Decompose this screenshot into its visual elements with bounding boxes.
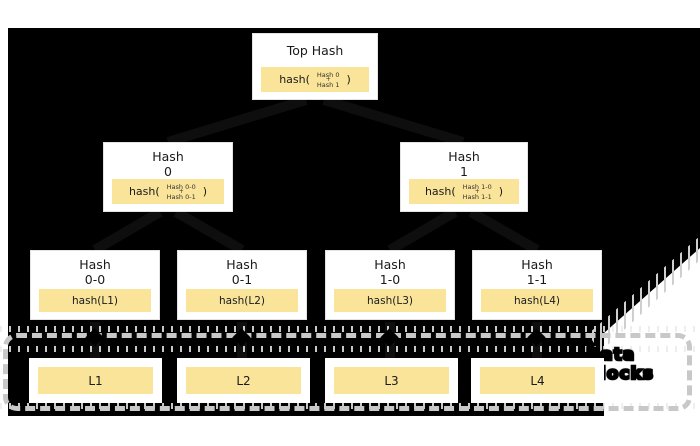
data-block-label: L1 [88, 373, 103, 388]
node-title: Hash 1-0 [326, 257, 454, 287]
data-block-l4: L4 [471, 358, 604, 403]
node-title: Hash 1-1 [473, 257, 601, 287]
hash-fn-open: hash( [128, 185, 160, 198]
node-title: Hash 1 [401, 149, 527, 179]
hash-operands: Hash 0 + Hash 1 [316, 70, 340, 89]
data-blocks-dashed-frame [3, 333, 692, 411]
data-block-label: L3 [384, 373, 399, 388]
hash-function-bar: hash(L3) [334, 289, 446, 312]
node-hash-0-0: Hash 0-0 hash(L1) [30, 250, 160, 320]
node-title-line2: 0-0 [84, 272, 106, 287]
operand-bottom: Hash 1-1 [462, 192, 492, 201]
dash-halo-ticks [0, 326, 700, 332]
node-hash-0: Hash 0 hash( Hash 0-0 + Hash 0-1 ) [103, 142, 233, 212]
operand-top: Hash 0 [316, 70, 340, 79]
hash-fn-text: hash(L3) [367, 294, 413, 307]
hash-fn-open: hash( [424, 185, 456, 198]
node-hash-1-0: Hash 1-0 hash(L3) [325, 250, 455, 320]
hash-function-bar: hash(L2) [186, 289, 298, 312]
node-title: Hash 0-1 [178, 257, 306, 287]
data-block-label: L4 [530, 373, 545, 388]
node-title-line1: Hash [374, 257, 406, 272]
hash-fn-close: ) [346, 73, 351, 86]
node-hash-1-1: Hash 1-1 hash(L4) [472, 250, 602, 320]
node-title-line2: 0 [164, 164, 172, 179]
operand-bottom: Hash 1 [316, 80, 340, 89]
hash-fn-text: hash(L1) [72, 294, 118, 307]
operator-plus: + [178, 187, 184, 195]
node-title-line1: Hash [152, 149, 184, 164]
node-title-line1: Hash [521, 257, 553, 272]
dash-halo-ticks [0, 346, 700, 352]
data-block-label: L2 [236, 373, 251, 388]
node-hash-1: Hash 1 hash( Hash 1-0 + Hash 1-1 ) [400, 142, 528, 212]
node-hash-0-1: Hash 0-1 hash(L2) [177, 250, 307, 320]
operator-plus: + [474, 187, 480, 195]
hash-function-bar: hash(L1) [39, 289, 151, 312]
data-block-l3: L3 [325, 358, 458, 403]
node-title-line2: 1 [460, 164, 468, 179]
node-title-line2: 0-1 [231, 272, 253, 287]
data-block-l1: L1 [29, 358, 162, 403]
node-top-hash: Top Hash hash( Hash 0 + Hash 1 ) [252, 33, 378, 100]
operand-top: Hash 0-0 [166, 182, 196, 191]
hash-function-bar: hash( Hash 0-0 + Hash 0-1 ) [112, 179, 224, 204]
node-title: Hash 0-0 [31, 257, 159, 287]
operand-bottom: Hash 0-1 [166, 192, 196, 201]
hash-operands: Hash 1-0 + Hash 1-1 [462, 182, 492, 201]
hash-fn-close: ) [202, 185, 208, 198]
arrow-lines [90, 95, 542, 358]
hash-fn-open: hash( [279, 73, 310, 86]
node-title: Hash 0 [104, 149, 232, 179]
hash-fn-text: hash(L2) [219, 294, 265, 307]
node-title: Top Hash [286, 43, 344, 58]
node-title-line1: Hash [79, 257, 111, 272]
data-block-l2: L2 [177, 358, 310, 403]
hash-function-bar: hash(L4) [481, 289, 593, 312]
hash-fn-text: hash(L4) [514, 294, 560, 307]
node-title-line1: Hash [448, 149, 480, 164]
operand-top: Hash 1-0 [462, 182, 492, 191]
node-title-line2: 1-0 [379, 272, 401, 287]
node-title-line2: 1-1 [526, 272, 548, 287]
operator-plus: + [325, 75, 331, 83]
hash-function-bar: hash( Hash 1-0 + Hash 1-1 ) [409, 179, 519, 204]
hash-function-bar: hash( Hash 0 + Hash 1 ) [261, 67, 369, 92]
hash-operands: Hash 0-0 + Hash 0-1 [166, 182, 196, 201]
node-title-line1: Hash [226, 257, 258, 272]
hash-fn-close: ) [498, 185, 504, 198]
